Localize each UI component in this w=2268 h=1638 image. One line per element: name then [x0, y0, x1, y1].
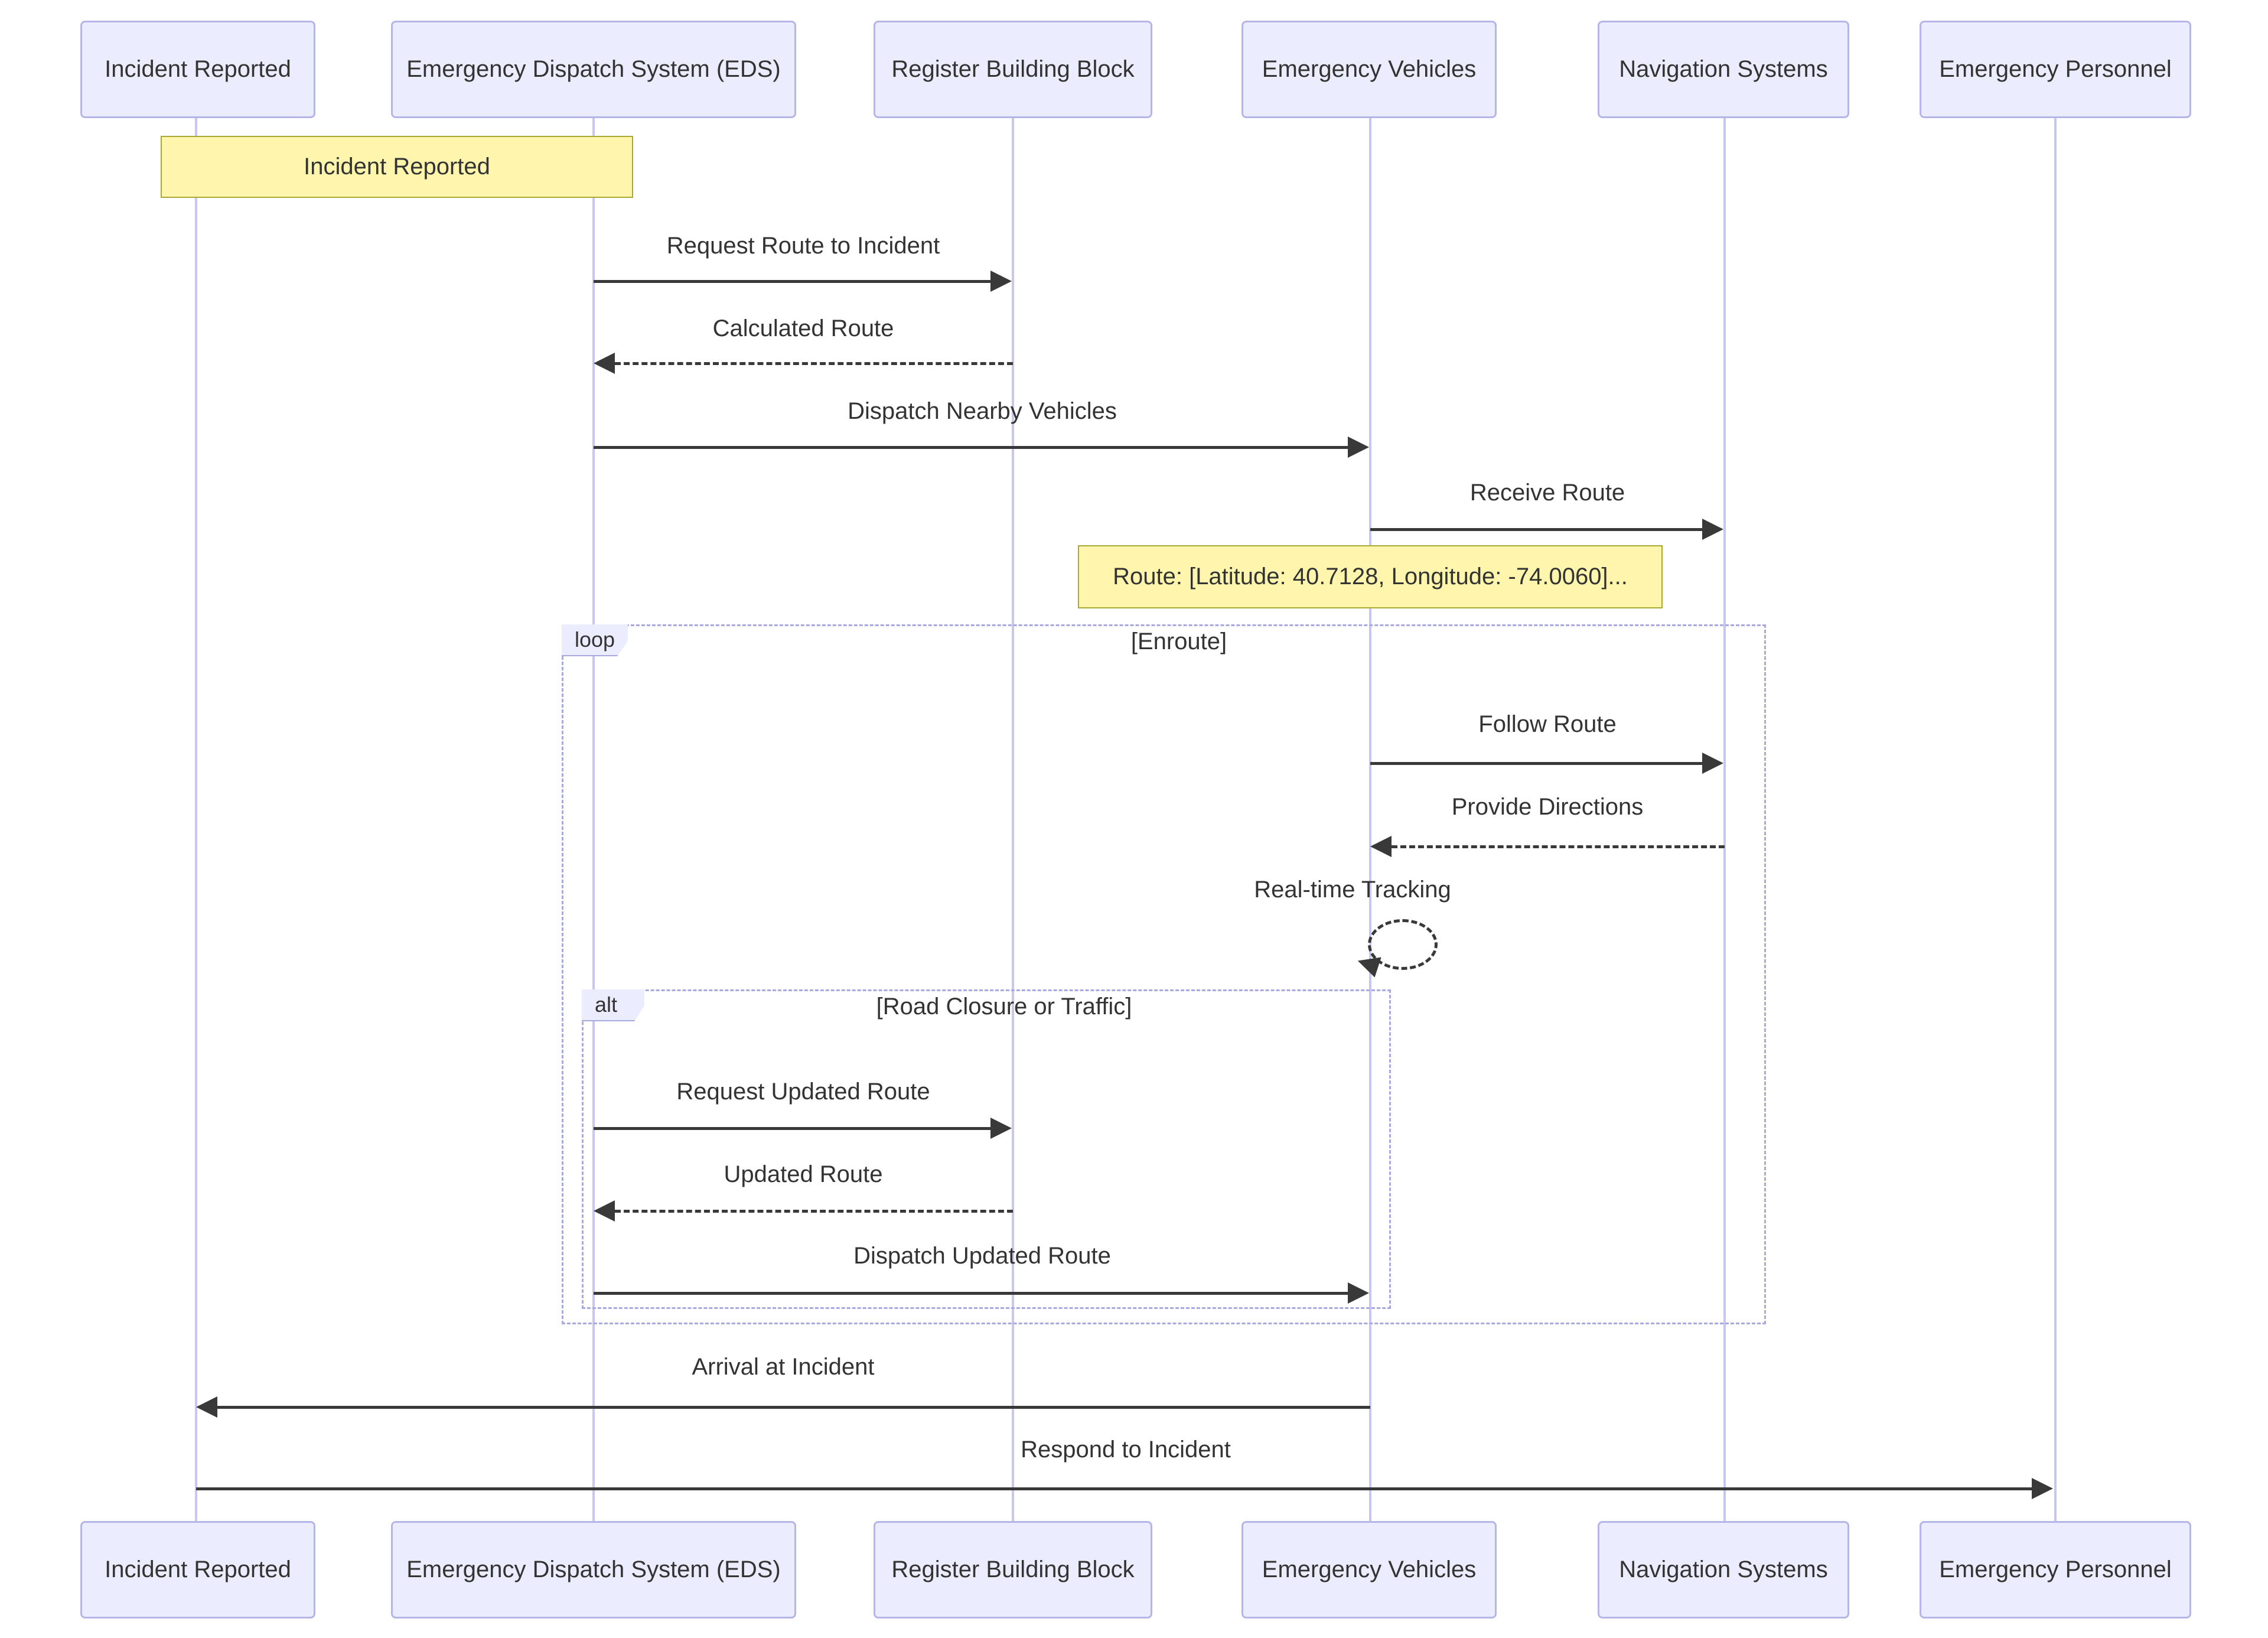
message-label: Dispatch Nearby Vehicles [848, 398, 1117, 424]
actor-bottom-emergency-vehicles: Emergency Vehicles [1241, 1521, 1497, 1619]
arrowhead-icon [1370, 836, 1392, 857]
lifeline-incident-reported [195, 118, 197, 1521]
actor-top-eds: Emergency Dispatch System (EDS) [391, 21, 796, 118]
actor-label: Register Building Block [891, 56, 1135, 82]
actor-label: Incident Reported [105, 56, 291, 82]
message-label: Request Route to Incident [666, 233, 940, 259]
actor-bottom-register-building-block: Register Building Block [874, 1521, 1152, 1619]
actor-label: Emergency Dispatch System (EDS) [406, 56, 781, 82]
loop-keyword: loop [575, 627, 615, 652]
note-route-coordinates: Route: [Latitude: 40.7128, Longitude: -7… [1078, 545, 1663, 608]
arrowhead-icon [594, 353, 615, 374]
lifeline-eds [592, 118, 595, 1521]
lifeline-emergency-personnel [2054, 118, 2057, 1521]
arrowhead-icon [2032, 1478, 2053, 1499]
loop-frame [562, 624, 1766, 1324]
arrowhead-icon [1348, 1282, 1369, 1304]
self-message-loop [1368, 919, 1438, 970]
actor-label: Emergency Vehicles [1262, 1556, 1477, 1582]
message-line [1370, 528, 1706, 531]
arrowhead-icon [990, 271, 1012, 292]
loop-condition: [Enroute] [1130, 629, 1227, 654]
message-label: Updated Route [724, 1161, 883, 1187]
alt-condition: [Road Closure or Traffic] [876, 994, 1132, 1020]
actor-label: Navigation Systems [1619, 1556, 1828, 1582]
arrowhead-icon [990, 1118, 1012, 1139]
message-line [594, 1292, 1351, 1295]
message-label: Respond to Incident [1021, 1437, 1231, 1463]
note-text: Route: [Latitude: 40.7128, Longitude: -7… [1113, 564, 1628, 590]
arrowhead-icon [1702, 753, 1723, 774]
message-label: Arrival at Incident [692, 1354, 875, 1380]
message-label: Receive Route [1469, 480, 1625, 506]
message-line [196, 1487, 2032, 1490]
actor-label: Emergency Personnel [1939, 56, 2172, 82]
actor-top-navigation-systems: Navigation Systems [1598, 21, 1849, 118]
alt-frame-tab: alt [582, 989, 644, 1021]
lifeline-navigation-systems [1723, 118, 1726, 1521]
actor-bottom-emergency-personnel: Emergency Personnel [1920, 1521, 2191, 1619]
actor-label: Incident Reported [105, 1556, 291, 1582]
arrowhead-icon [196, 1396, 217, 1418]
actor-label: Navigation Systems [1619, 56, 1828, 82]
message-line [1392, 845, 1725, 848]
message-label: Real-time Tracking [1254, 877, 1451, 903]
note-text: Incident Reported [304, 154, 490, 180]
actor-top-incident-reported: Incident Reported [80, 21, 315, 118]
message-line [594, 446, 1351, 449]
message-line [1370, 762, 1706, 765]
actor-bottom-navigation-systems: Navigation Systems [1598, 1521, 1849, 1619]
message-line [615, 1210, 1013, 1213]
arrowhead-icon [1702, 519, 1723, 540]
message-label: Calculated Route [712, 315, 894, 341]
alt-keyword: alt [595, 992, 618, 1017]
actor-top-emergency-vehicles: Emergency Vehicles [1241, 21, 1497, 118]
actor-top-register-building-block: Register Building Block [874, 21, 1152, 118]
message-label: Provide Directions [1451, 794, 1644, 820]
loop-frame-tab: loop [562, 624, 628, 656]
message-label: Follow Route [1478, 711, 1617, 737]
actor-bottom-eds: Emergency Dispatch System (EDS) [391, 1521, 796, 1619]
actor-label: Register Building Block [891, 1556, 1135, 1582]
lifeline-emergency-vehicles [1369, 118, 1371, 1521]
message-line [594, 1127, 994, 1130]
arrowhead-icon [594, 1200, 615, 1222]
message-line [615, 362, 1013, 365]
actor-top-emergency-personnel: Emergency Personnel [1920, 21, 2191, 118]
actor-label: Emergency Personnel [1939, 1556, 2172, 1582]
alt-frame [582, 989, 1391, 1309]
note-incident-reported: Incident Reported [161, 136, 633, 198]
actor-label: Emergency Vehicles [1262, 56, 1477, 82]
message-label: Request Updated Route [676, 1079, 930, 1105]
actor-label: Emergency Dispatch System (EDS) [406, 1556, 781, 1582]
actor-bottom-incident-reported: Incident Reported [80, 1521, 315, 1619]
message-line [217, 1406, 1370, 1409]
arrowhead-icon [1348, 437, 1369, 458]
lifeline-register-building-block [1012, 118, 1014, 1521]
message-line [594, 280, 994, 283]
message-label: Dispatch Updated Route [853, 1243, 1111, 1269]
